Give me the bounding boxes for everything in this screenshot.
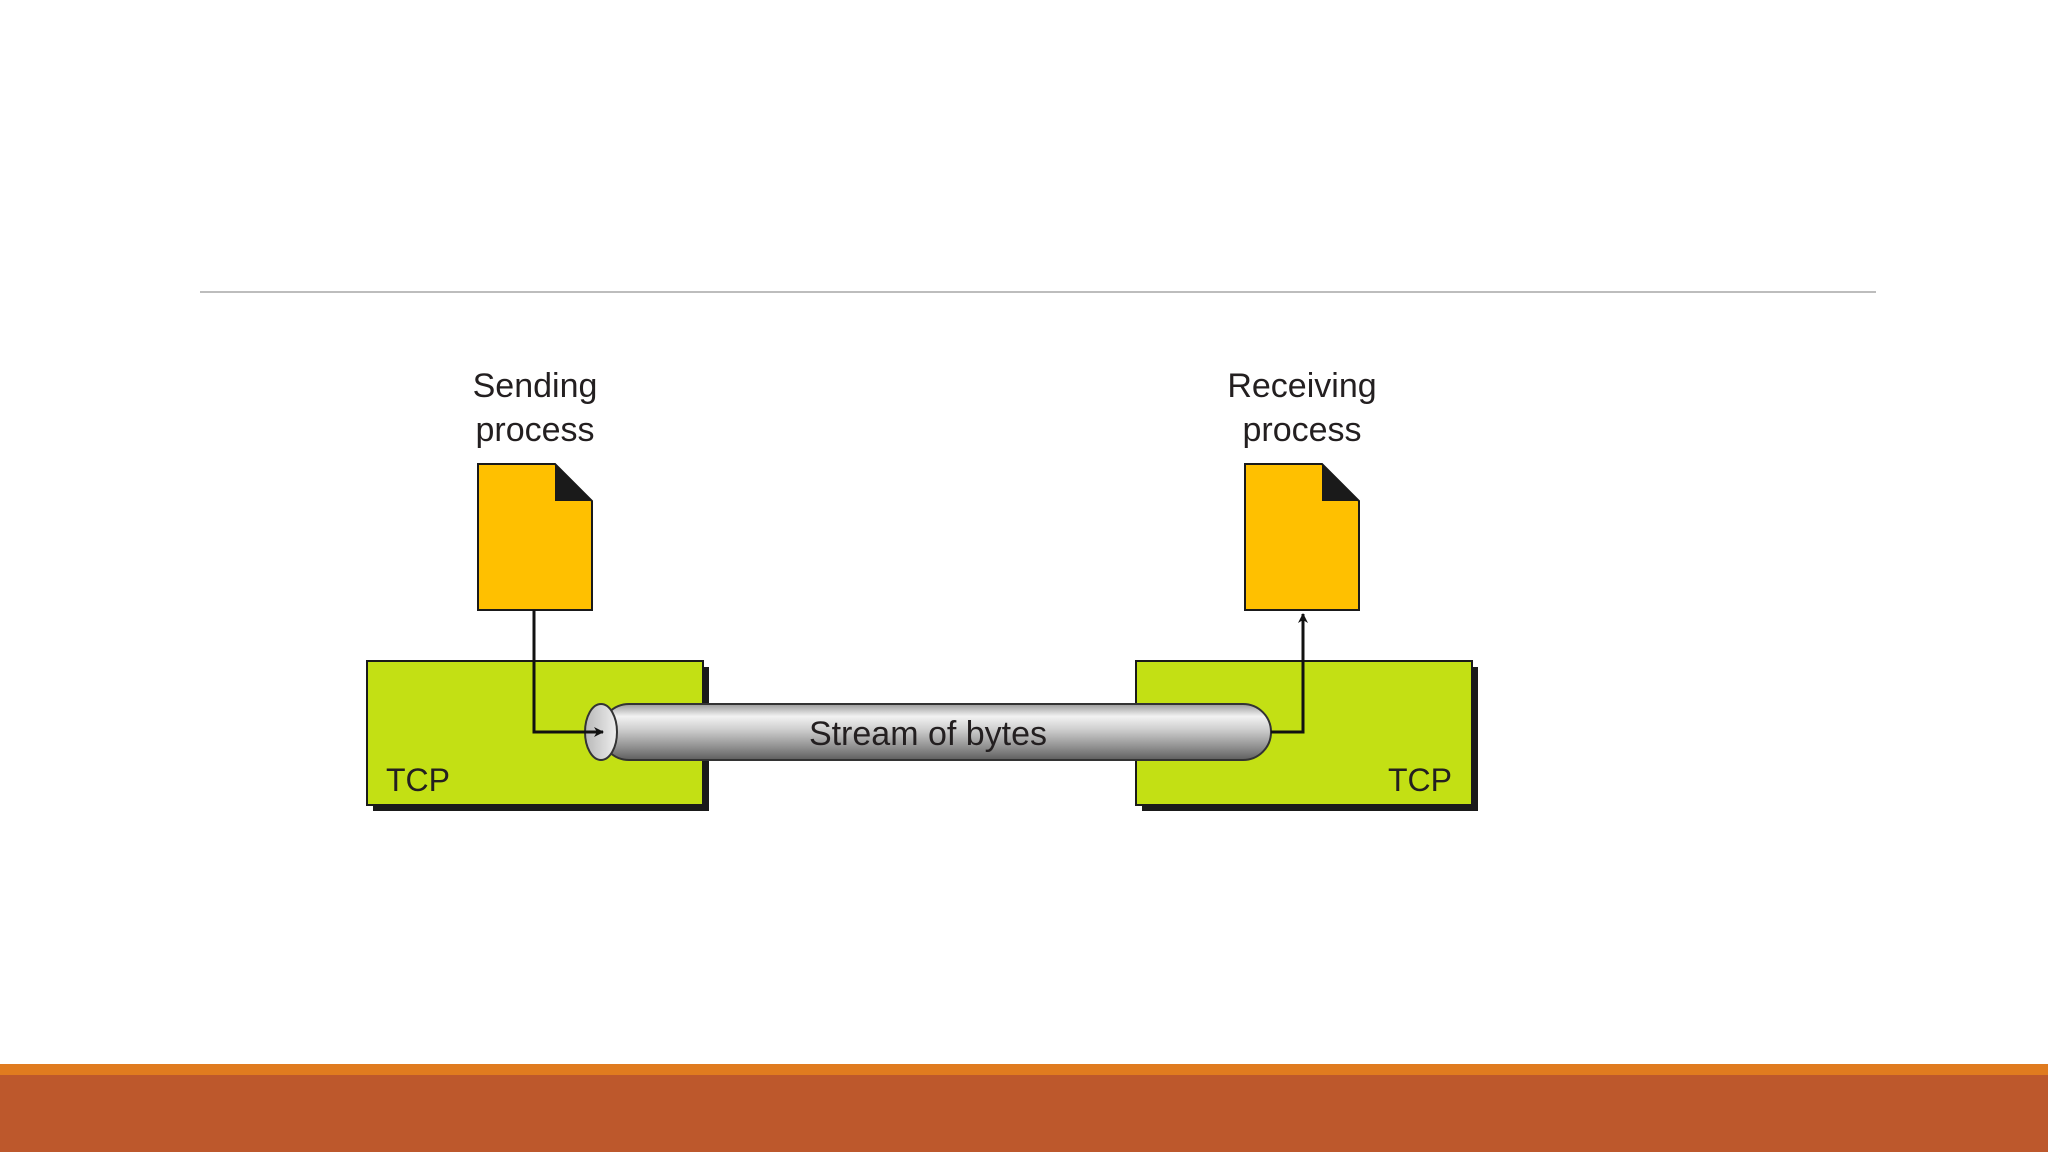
sending-process-document-icon bbox=[477, 463, 593, 611]
footer-accent-stripe bbox=[0, 1064, 2048, 1075]
byte-stream-pipe: Stream of bytes bbox=[584, 703, 1272, 761]
receiver-tcp-label: TCP bbox=[1388, 762, 1452, 798]
title-divider bbox=[200, 291, 1876, 293]
receive-arrow bbox=[1271, 613, 1308, 734]
receiving-process-document-icon bbox=[1244, 463, 1360, 611]
receiving-process-label-line1: Receiving bbox=[1227, 367, 1376, 405]
footer-bar bbox=[0, 1075, 2048, 1152]
send-arrow bbox=[532, 610, 604, 737]
sending-process-label-line1: Sending bbox=[473, 367, 598, 405]
stream-label: Stream of bytes bbox=[809, 715, 1047, 753]
receiving-process-label-line2: process bbox=[1242, 411, 1361, 449]
sender-tcp-label: TCP bbox=[386, 762, 450, 798]
sending-process-label-line2: process bbox=[475, 411, 594, 449]
